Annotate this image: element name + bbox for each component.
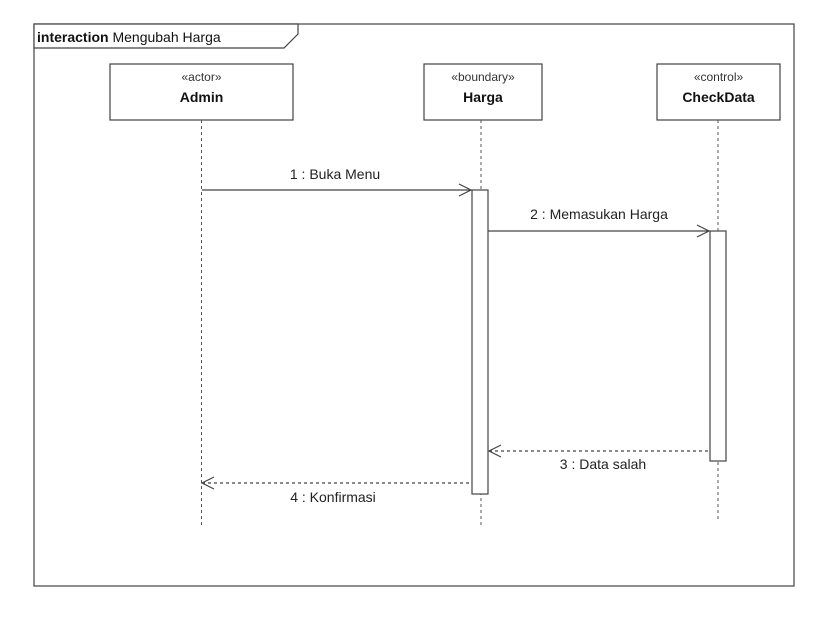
lifeline-name-checkdata: CheckData <box>682 89 755 105</box>
lifeline-head-checkdata <box>656 63 781 121</box>
frame-title: interaction Mengubah Harga <box>33 23 299 49</box>
message-3: 3 : Data salah <box>487 444 710 472</box>
frame-keyword: interaction <box>37 29 109 45</box>
frame-title-text: interaction Mengubah Harga <box>37 29 221 45</box>
lifeline-checkdata: «control» CheckData <box>656 63 781 520</box>
stereotype-harga: «boundary» <box>451 70 515 84</box>
lifeline-harga: «boundary» Harga <box>423 63 543 526</box>
activation-bar-checkdata <box>709 230 727 462</box>
message-2: 2 : Memasukan Harga <box>488 206 711 238</box>
message-4-arrowhead <box>200 476 215 490</box>
message-2-label: 2 : Memasukan Harga <box>530 206 668 222</box>
stereotype-checkdata: «control» <box>694 70 744 84</box>
message-3-arrowhead <box>487 444 502 458</box>
message-1-arrowhead <box>458 183 473 197</box>
frame-name: Mengubah Harga <box>112 29 220 45</box>
lifeline-name-harga: Harga <box>463 89 503 105</box>
message-2-arrowhead <box>696 224 711 238</box>
lifeline-admin: «actor» Admin <box>109 63 294 526</box>
message-4: 4 : Konfirmasi <box>200 476 472 505</box>
lifeline-name-admin: Admin <box>180 89 224 105</box>
message-1: 1 : Buka Menu <box>202 166 473 197</box>
message-1-label: 1 : Buka Menu <box>290 166 380 182</box>
message-3-label: 3 : Data salah <box>560 456 646 472</box>
message-4-label: 4 : Konfirmasi <box>290 489 376 505</box>
frame-title-tab <box>33 23 299 49</box>
lifeline-head-harga <box>423 63 543 121</box>
activation-bar-harga <box>471 189 489 495</box>
stereotype-admin: «actor» <box>181 70 221 84</box>
